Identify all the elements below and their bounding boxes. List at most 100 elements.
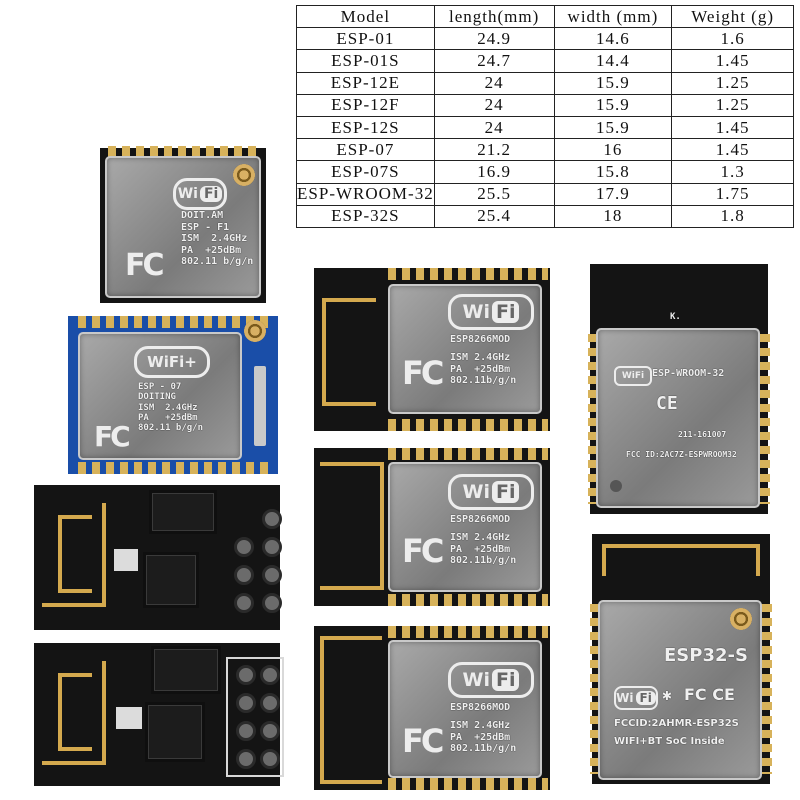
module-name: ESP-WROOM-32 [652,368,725,379]
table-cell: 15.9 [553,93,673,117]
edge-pads [108,146,258,158]
esp8266-chip [146,555,196,605]
edge-pads-top [388,626,548,638]
module-tagline: WIFI+BT SoC Inside [614,736,725,747]
fc-logo: FC [402,722,444,760]
edge-pads-top [388,268,548,280]
fcc-id: FCC ID:2AC7Z-ESPWROOM32 [626,450,737,459]
table-cell: ESP-32S [296,204,435,228]
table-cell: ESP-12S [296,115,435,140]
flash-chip [154,649,218,691]
module-name: ESP8266MOD [450,334,511,345]
wifi-logo: WiFi [614,366,652,386]
header-weight: Weight (g) [671,4,794,29]
table-cell: 24 [433,115,555,140]
ceramic-antenna [254,366,266,446]
header-pin [262,509,282,529]
table-cell: 15.9 [553,115,673,140]
table-cell: 25.5 [433,182,555,206]
table-cell: 24.7 [433,49,555,73]
table-cell: 24.9 [433,27,555,51]
table-cell: 24 [433,71,555,95]
wifi-logo: WiFi+ [134,346,210,378]
table-cell: 21.2 [433,138,555,162]
esp8266-chip [148,705,202,759]
header-pin [234,565,254,585]
edge-pads-top [388,448,548,460]
header-length: length(mm) [433,4,555,29]
table-cell: ESP-07 [296,138,435,162]
pin-header-outline [226,657,284,777]
edge-pads-bottom [388,594,548,606]
table-cell: 14.6 [553,27,673,51]
edge-pads-bottom [388,419,548,431]
table-cell: ESP-07S [296,160,435,184]
module-name: ESP8266MOD [450,514,511,525]
spec-table: Model length(mm) width (mm) Weight (g) E… [296,4,794,228]
header-pin [260,665,280,685]
header-pin [234,537,254,557]
module-esp-07: WiFi+ ESP - 07 DOITING ISM 2.4GHz PA +25… [68,316,278,474]
module-name: ESP8266MOD [450,702,511,713]
fc-logo: FC [94,420,131,453]
table-cell: 1.8 [671,204,794,228]
header-pin [262,537,282,557]
ufl-connector-icon [244,320,266,342]
table-cell: 16 [553,138,673,162]
module-silkscreen: DOIT.AM ESP - F1 ISM 2.4GHz PA +25dBm 80… [181,210,254,267]
ufl-connector-icon [730,608,752,630]
table-cell: 18 [553,204,673,228]
header-width: width (mm) [553,4,673,29]
table-cell: 24 [433,93,555,117]
header-pin [262,565,282,585]
table-cell: 1.25 [671,93,794,117]
pcb-antenna [320,636,382,784]
table-cell: ESP-01S [296,49,435,73]
module-spec: ISM 2.4GHz PA +25dBm 802.11b/g/n [450,352,517,386]
pin1-dot [610,480,622,492]
bluetooth-icon: ✱ [662,685,672,704]
ufl-connector-icon [233,164,255,186]
table-header-row: Model length(mm) width (mm) Weight (g) [296,4,794,29]
module-spec: ISM 2.4GHz PA +25dBm 802.11b/g/n [450,532,517,566]
table-cell: ESP-12E [296,71,435,95]
pcb-antenna-trace [58,673,92,751]
table-cell: 15.8 [553,160,673,184]
module-esp-01 [34,485,282,630]
table-cell: ESP-01 [296,27,435,51]
edge-pads-right [760,604,772,774]
edge-pads-bottom [388,778,548,790]
metal-shield: WiFi+ ESP - 07 DOITING ISM 2.4GHz PA +25… [78,332,242,460]
table-cell: 25.4 [433,204,555,228]
table-cell: ESP-WROOM-32 [296,182,435,206]
flash-chip [152,493,214,531]
fc-logo: FC [125,248,164,283]
table-cell: 1.25 [671,71,794,95]
pcb-antenna [42,661,106,765]
pcb-antenna [322,298,376,406]
cert-marks: FC CE [684,685,735,704]
table-cell: 1.6 [671,27,794,51]
header-pin [260,749,280,769]
crystal [116,707,142,729]
pcb-antenna-trace [58,515,92,593]
fc-logo: FC [402,354,444,392]
table-cell: 15.9 [553,71,673,95]
header-pin [260,721,280,741]
